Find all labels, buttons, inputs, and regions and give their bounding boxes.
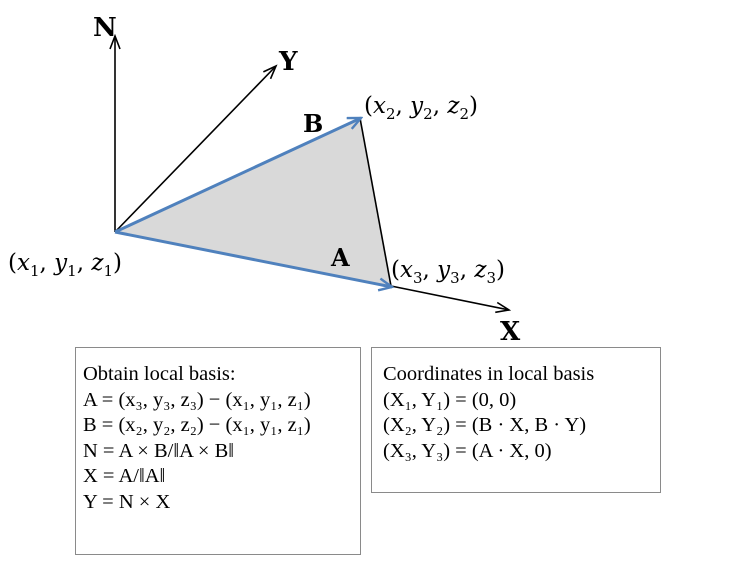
point-label-p2: (x2, y2, z2) — [364, 93, 478, 123]
formula-y: Y = N × X — [83, 490, 171, 513]
local-coordinates-box: Coordinates in local basis (X₁, Y₁) = (0… — [371, 347, 661, 493]
local-basis-title: Obtain local basis: — [83, 363, 236, 385]
x-axis-arrow — [390, 285, 509, 310]
vector-b-label: B — [303, 109, 323, 138]
y-axis-label: Y — [278, 47, 298, 77]
coordinate-3: (X₃, Y₃) = (A · X, 0) — [383, 439, 552, 462]
local-coordinates-title: Coordinates in local basis — [383, 363, 595, 385]
triangle-face — [115, 118, 391, 286]
y-axis-arrow — [114, 66, 276, 233]
coordinate-1: (X₁, Y₁) = (0, 0) — [383, 388, 517, 411]
vector-a-label: A — [330, 243, 350, 272]
point-label-p1: (x1, y1, z1) — [8, 250, 122, 280]
formula-x: X = A/‖A‖ — [83, 465, 166, 487]
vector-b-arrow — [114, 116, 361, 234]
formula-b: B = (x₂, y₂, z₂) − (x₁, y₁, z₁) — [83, 414, 311, 436]
formula-n: N = A × B/‖A × B‖ — [83, 439, 235, 462]
x-axis-label: X — [500, 317, 521, 347]
point-label-p3: (x3, y3, z3) — [391, 257, 505, 287]
formula-a: A = (x₃, y₃, z₃) − (x₁, y₁, z₁) — [83, 388, 311, 411]
vector-a-arrow — [114, 230, 392, 287]
coordinate-2: (X₂, Y₂) = (B · X, B · Y) — [383, 414, 587, 436]
local-basis-box: Obtain local basis: A = (x₃, y₃, z₃) − (… — [75, 347, 361, 555]
n-axis-label: N — [93, 13, 117, 43]
triangle-edge — [359, 117, 392, 287]
